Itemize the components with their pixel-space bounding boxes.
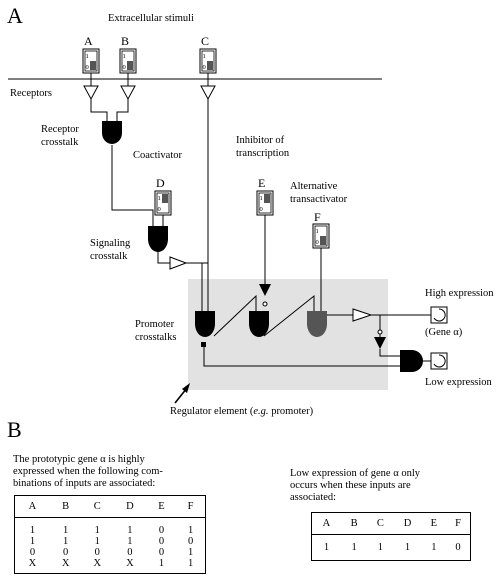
column-header: C — [81, 495, 114, 518]
svg-text:0: 0 — [158, 206, 161, 213]
switch-e: 1 0 — [256, 190, 274, 216]
switch-b: 1 0 — [119, 48, 137, 74]
svg-text:0: 0 — [260, 206, 263, 213]
regulator-junction — [201, 342, 206, 347]
column-header: D — [113, 495, 147, 518]
column-header: A — [14, 495, 50, 518]
receptor-crosstalk-gate — [102, 121, 122, 144]
high-table-header-row: A B C D E F — [14, 495, 206, 518]
svg-text:1: 1 — [158, 195, 161, 202]
column-header: E — [146, 495, 177, 518]
low-expression-description: Low expression of gene α only occurs whe… — [290, 468, 421, 503]
low-expression-gate — [400, 350, 423, 372]
low-expression-indicator — [430, 352, 448, 370]
high-expression-indicator — [430, 306, 448, 324]
buffer-output-bubble — [377, 329, 383, 335]
switch-f: 1 0 — [312, 223, 330, 249]
column-header: D — [393, 512, 422, 535]
switch-c: 1 0 — [199, 48, 217, 74]
column-header: F — [176, 495, 206, 518]
column-header: A — [311, 512, 341, 535]
svg-text:1: 1 — [260, 195, 263, 202]
signal-wires — [90, 73, 431, 367]
switch-c-letter: C — [201, 34, 209, 48]
promoter-gate-3 — [307, 311, 327, 337]
svg-text:1: 1 — [316, 228, 319, 235]
regulator-pointer-arrow — [174, 383, 190, 404]
column-header: C — [367, 512, 394, 535]
inhibitor-bubble — [262, 301, 268, 307]
svg-text:1: 1 — [203, 53, 206, 60]
column-header: B — [340, 512, 368, 535]
switch-a: 1 0 — [82, 48, 100, 74]
switch-d: 1 0 — [154, 190, 172, 216]
receptor-crosstalk-label: Receptor crosstalk — [41, 124, 82, 148]
svg-text:0: 0 — [203, 64, 206, 71]
switch-b-letter: B — [121, 34, 129, 48]
extracellular-stimuli-label: Extracellular stimuli — [108, 13, 194, 24]
low-expression-label: Low expression — [425, 377, 493, 388]
low-table-header-row: A B C D E F — [311, 512, 471, 535]
svg-text:0: 0 — [86, 64, 89, 71]
high-expression-description: The prototypic gene α is highly expresse… — [13, 454, 163, 489]
switch-d-letter: D — [156, 176, 165, 190]
column-header: E — [421, 512, 447, 535]
gene-alpha-label: (Gene α) — [425, 327, 463, 338]
svg-text:0: 0 — [123, 64, 126, 71]
regulator-element-label: Regulator element (e.g. promoter) — [170, 406, 314, 417]
svg-text:0: 0 — [316, 239, 319, 246]
promoter-gate-2 — [249, 311, 269, 337]
promoter-region-box — [188, 279, 388, 390]
promoter-gate-1 — [195, 311, 215, 337]
inhibitor-label: Inhibitor of transcription — [236, 135, 290, 159]
svg-text:1: 1 — [123, 53, 126, 60]
svg-text:1: 1 — [86, 53, 89, 60]
column-header: F — [446, 512, 471, 535]
panel-label-a: A — [7, 3, 23, 28]
high-expression-label: High expression — [425, 288, 494, 299]
coactivator-label: Coactivator — [133, 150, 182, 161]
low-expression-inverter — [374, 337, 386, 349]
receptor-buffers — [83, 85, 373, 322]
panel-label-b: B — [7, 417, 22, 442]
signaling-crosstalk-gate — [148, 226, 168, 252]
switch-a-letter: A — [84, 34, 93, 48]
promoter-crosstalks-label: Promoter crosstalks — [135, 319, 177, 343]
inhibitor-arrowhead — [259, 284, 271, 296]
signaling-crosstalk-label: Signaling crosstalk — [90, 238, 133, 262]
alternative-transactivator-label: Alternative transactivator — [290, 181, 348, 205]
switch-f-letter: F — [314, 210, 321, 224]
switch-e-letter: E — [258, 176, 265, 190]
column-header: B — [49, 495, 82, 518]
receptors-label: Receptors — [10, 88, 52, 99]
